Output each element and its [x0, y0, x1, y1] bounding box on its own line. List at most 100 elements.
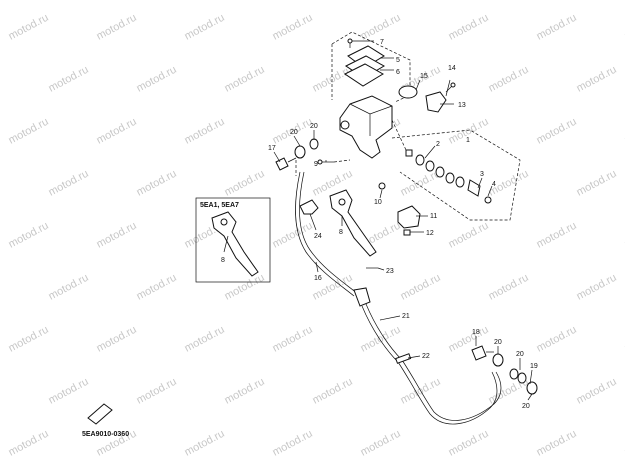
callout-22: 22 — [422, 353, 430, 360]
watermark-text: motod.ru — [311, 64, 355, 95]
watermark-text: motod.ru — [135, 168, 179, 199]
watermark-text: motod.ru — [447, 428, 491, 459]
hose-joint — [353, 287, 371, 307]
callout-23: 23 — [386, 268, 394, 275]
watermark-text: motod.ru — [223, 64, 267, 95]
hose-21 — [361, 305, 498, 425]
watermark-text: motod.ru — [183, 428, 227, 459]
inset-box — [195, 197, 271, 283]
watermark-text: motod.ru — [223, 272, 267, 303]
watermark-text: motod.ru — [447, 220, 491, 251]
watermark-text: motod.ru — [271, 12, 315, 43]
washer-20-lower-c — [517, 372, 527, 384]
cap-screw-head — [347, 38, 353, 44]
callout-24: 24 — [314, 233, 322, 240]
nut-part-10 — [378, 182, 386, 190]
watermark-text: motod.ru — [223, 168, 267, 199]
watermark-text: motod.ru — [47, 64, 91, 95]
watermark-text: motod.ru — [135, 64, 179, 95]
piston-kit-outline — [391, 129, 521, 221]
piston-part-a — [405, 149, 413, 157]
piston-seal-4 — [445, 172, 455, 184]
union-bolt-17 — [275, 157, 289, 171]
watermark-text: motod.ru — [183, 116, 227, 147]
callout-20-d: 20 — [516, 351, 524, 358]
watermark-text: motod.ru — [575, 168, 619, 199]
hose-21-edge — [365, 303, 502, 421]
watermark-text: motod.ru — [359, 428, 403, 459]
piston-seal-2 — [425, 160, 435, 172]
callout-9: 9 — [314, 161, 318, 168]
piston-seal-3 — [435, 166, 445, 178]
lever-pivot — [338, 198, 346, 206]
callout-1: 1 — [466, 137, 470, 144]
watermark-text: motod.ru — [535, 324, 579, 355]
watermark-text: motod.ru — [47, 272, 91, 303]
watermark-text: motod.ru — [47, 376, 91, 407]
watermark-text: motod.ru — [271, 220, 315, 251]
watermark-text: motod.ru — [7, 324, 51, 355]
callout-21: 21 — [402, 313, 410, 320]
watermark-text: motod.ru — [447, 12, 491, 43]
callout-4: 4 — [492, 181, 496, 188]
body-boss — [340, 120, 350, 130]
watermark-text: motod.ru — [535, 220, 579, 251]
callout-20-b: 20 — [310, 123, 318, 130]
screw-head-14 — [450, 82, 456, 88]
watermark-text: motod.ru — [399, 272, 443, 303]
watermark-text: motod.ru — [7, 428, 51, 459]
callout-2: 2 — [436, 141, 440, 148]
hose-16-edge — [299, 171, 359, 295]
washer-20-upper-a — [294, 145, 306, 159]
hose-16 — [295, 171, 355, 297]
watermark-text: motod.ru — [95, 220, 139, 251]
reservoir-group-outline — [331, 31, 411, 103]
watermark-text: motod.ru — [359, 324, 403, 355]
callout-5: 5 — [396, 57, 400, 64]
callout-17: 17 — [268, 145, 276, 152]
callout-20-c: 20 — [494, 339, 502, 346]
watermark-text: motod.ru — [223, 376, 267, 407]
callout-7: 7 — [380, 39, 384, 46]
callout-labels: 7 5 6 15 14 13 1 2 3 4 11 12 10 20 20 17… — [82, 39, 538, 438]
master-cylinder-edges — [349, 103, 393, 136]
watermark-text: motod.ru — [95, 12, 139, 43]
washer-20-upper-b — [309, 138, 319, 150]
callout-16: 16 — [314, 275, 322, 282]
inset-lever — [211, 211, 259, 277]
footer-code: 5EA9010-0360 — [82, 431, 129, 438]
piston-seal-5 — [455, 176, 465, 188]
callout-6: 6 — [396, 69, 400, 76]
clutch-lever-main — [329, 189, 377, 257]
watermark-text: motod.ru — [311, 376, 355, 407]
watermark-text: motod.ru — [487, 272, 531, 303]
bolt-19-with-washer — [526, 381, 538, 395]
watermark-text: motod.ru — [135, 376, 179, 407]
union-bolt-shaft — [287, 157, 297, 163]
washer-20-lower-b — [509, 368, 519, 380]
washer-20-lower-a — [492, 353, 504, 367]
piston-seal-1 — [415, 154, 425, 166]
watermark-text: motod.ru — [535, 116, 579, 147]
screw-part-12 — [403, 229, 411, 236]
callout-8-main: 8 — [339, 229, 343, 236]
callout-10: 10 — [374, 199, 382, 206]
lever-holder-24 — [299, 199, 319, 215]
union-bolt-18 — [471, 345, 487, 361]
front-arrow-icon — [87, 403, 113, 425]
leader-lines — [223, 40, 533, 401]
master-cylinder-body — [339, 95, 393, 159]
watermark-text: motod.ru — [535, 12, 579, 43]
watermark-text: motod.ru — [183, 12, 227, 43]
callout-13: 13 — [458, 102, 466, 109]
watermark-text: motod.ru — [95, 116, 139, 147]
inset-lever-pivot — [220, 218, 228, 226]
centre-lines — [295, 119, 407, 176]
watermark-text: motod.ru — [7, 12, 51, 43]
watermark-text: motod.ru — [271, 428, 315, 459]
reservoir-diaphragm — [344, 63, 384, 87]
callout-18: 18 — [472, 329, 480, 336]
piston-spring-part-3 — [467, 179, 481, 197]
